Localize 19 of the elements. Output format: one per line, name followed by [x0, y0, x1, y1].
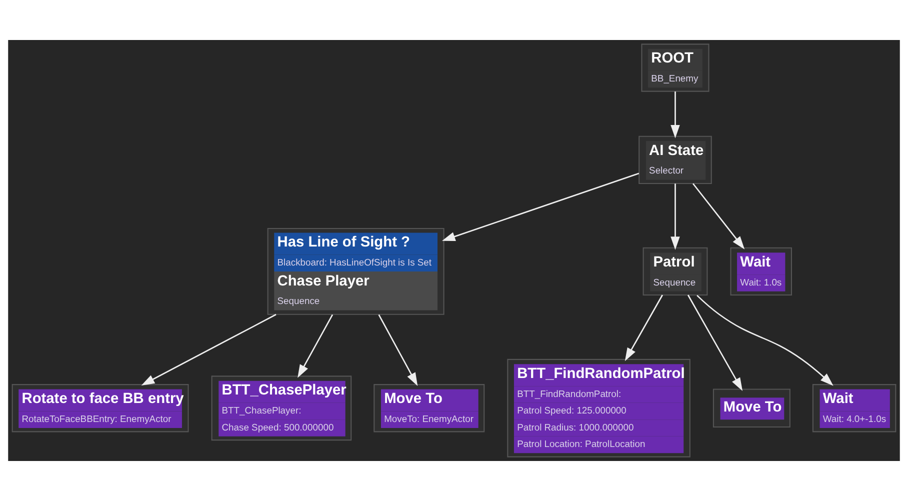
node-box: Move To: [712, 388, 790, 427]
arrow: [298, 314, 334, 378]
arrow: [670, 183, 680, 250]
arrow: [141, 313, 276, 385]
arrow: [692, 182, 745, 249]
arrow: [624, 294, 664, 361]
node-box: Has Line of Sight ? Blackboard: HasLineOfSight is Is Set Chase Player Sequence: [267, 227, 444, 314]
arrow: [687, 294, 743, 390]
node-box: AI State Selector: [638, 135, 712, 184]
arrow: [670, 91, 680, 138]
arrow: [442, 172, 640, 240]
node-box: Wait Wait: 4.0+-1.0s: [812, 384, 896, 432]
node-box: Wait Wait: 1.0s: [730, 246, 792, 296]
arrow: [696, 294, 834, 386]
node-box: Patrol Sequence: [642, 246, 708, 296]
node-box: Move To MoveTo: EnemyActor: [374, 384, 485, 432]
node-box: BTT_FindRandomPatrol BTT_FindRandomPatrol: Patrol Speed: 125.000000 Patrol Radius: 1000.000000 Patrol Location: PatrolLocation: [507, 358, 690, 457]
arrow: [378, 314, 418, 386]
node-box: ROOT BB_Enemy: [641, 43, 710, 92]
